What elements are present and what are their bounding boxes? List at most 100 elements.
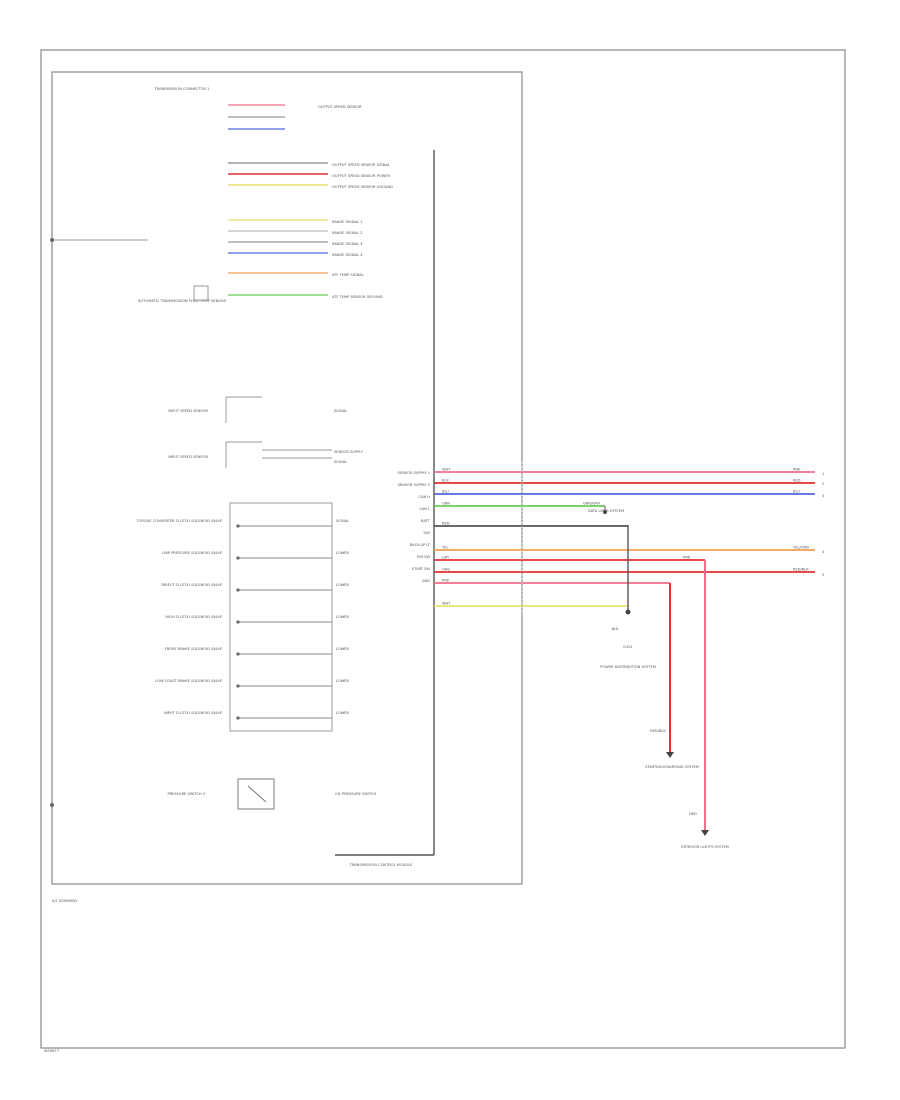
harness-wire-label: BLU <box>793 490 800 494</box>
solenoid-label: LINE PRESSURE SOLENOID VALVE <box>162 551 223 555</box>
harness-wire-label: RED/BLK <box>793 568 809 572</box>
ground-label: G101 <box>623 645 633 649</box>
solenoid-node <box>236 524 240 528</box>
harness-group: WHT PNK BLK RED BLU BLU GRN GRN/WHT RED YEL YEL/OR… <box>434 462 825 836</box>
harness-wire-label: PNK <box>793 468 801 472</box>
pin-oss-signal: OUTPUT SPEED SENSOR SIGNAL <box>332 163 390 167</box>
harness-wire-label: YEL/ORN <box>793 546 809 550</box>
solenoid-pin-label: LOWER <box>336 679 350 683</box>
assembly-label: A/T ASSEMBLY <box>52 899 78 903</box>
solenoid-node <box>236 684 240 688</box>
tcm-pin-group: SENSOR SUPPLY 1 SENSOR SUPPLY 2 CAN H CAN L… <box>398 471 431 583</box>
edge-marker: 5 <box>822 573 824 577</box>
harness-wire-color: WHT <box>442 602 451 606</box>
pin-atf-2: ATF TEMP SENSOR GROUND <box>332 295 383 299</box>
solenoid-pin-label: SIGNAL <box>336 519 349 523</box>
ground-dot-1 <box>50 238 54 242</box>
tcm-pin-label: P/N SW <box>417 555 430 559</box>
tcm-pin-label: CAN H <box>418 495 430 499</box>
input-speed-sensor-1-label: INPUT SPEED SENSOR <box>168 409 208 413</box>
outer-frame <box>40 49 846 1049</box>
pin-range-1: RANGE SIGNAL 1 <box>332 220 362 224</box>
harness-wire-label: PNK <box>683 556 691 560</box>
solenoid-node <box>236 652 240 656</box>
harness-wire-color: PNK <box>442 579 450 583</box>
starting-label: STARTING/CHARGING SYSTEM <box>645 765 699 769</box>
edge-marker: 4 <box>822 550 825 554</box>
harness-wire-color: WHT <box>442 468 451 472</box>
tcm-pin-label: SENSOR SUPPLY 2 <box>398 483 430 487</box>
edge-marker: 2 <box>822 482 824 486</box>
starting-arrow <box>666 752 674 758</box>
pin-input-1: SIGNAL <box>334 409 347 413</box>
solenoid-pin-label: LOWER <box>336 711 350 715</box>
pdu-label: POWER DISTRIBUTION SYSTEM <box>600 665 656 669</box>
output-speed-sensor-label: OUTPUT SPEED SENSOR <box>318 105 362 109</box>
solenoid-label: INPUT CLUTCH SOLENOID VALVE <box>164 711 223 715</box>
starting-wire-label: RED/BLK <box>650 729 666 733</box>
pin-input-3: SIGNAL <box>334 460 347 464</box>
exterior-wire-label: RED <box>689 812 697 816</box>
edge-marker: 1 <box>822 472 824 476</box>
solenoid-label: HIGH CLUTCH SOLENOID VALVE <box>165 615 222 619</box>
solenoid-pin-label: LOWER <box>336 647 350 651</box>
pressure-switch-pin: OIL PRESSURE SWITCH <box>335 792 376 796</box>
iss1-symbol <box>225 396 262 423</box>
solenoid-label: DIRECT CLUTCH SOLENOID VALVE <box>161 583 222 587</box>
pin-input-2: SENSOR SUPPLY <box>334 450 364 454</box>
pressure-switch-label: PRESSURE SWITCH 3 <box>167 792 205 796</box>
iss2-symbol <box>225 441 332 468</box>
tcm-pin-label: IGN <box>423 531 430 535</box>
edge-marker: 3 <box>822 494 824 498</box>
solenoid-pin-label: LOWER <box>336 583 350 587</box>
harness-wire-color: BLU <box>442 490 449 494</box>
solenoid-label: LOW COAST BRAKE SOLENOID VALVE <box>155 679 222 683</box>
pin-oss-power: OUTPUT SPEED SENSOR POWER <box>332 174 390 178</box>
pin-range-4: RANGE SIGNAL 4 <box>332 253 363 257</box>
harness-wire-color: RED <box>442 522 450 526</box>
atf-sensor-symbol <box>193 285 209 301</box>
tcm-pin-label: GND <box>422 579 430 583</box>
solenoid-node <box>236 620 240 624</box>
exterior-lights-label: EXTERIOR LIGHTS SYSTEM <box>681 845 729 849</box>
pressure-switch-contact <box>247 785 267 803</box>
solenoid-pin-label: LOWER <box>336 615 350 619</box>
tcm-pin-label: SENSOR SUPPLY 1 <box>398 471 430 475</box>
input-speed-sensor-2-label: INPUT SPEED SENSOR <box>168 455 208 459</box>
harness-wire-color: GRN <box>442 502 450 506</box>
harness-wire-label: GRN/WHT <box>583 502 601 506</box>
tcm-pin-label: CAN L <box>419 507 430 511</box>
harness-wire-label: RED <box>793 479 801 483</box>
pin-oss-ground: OUTPUT SPEED SENSOR GROUND <box>332 185 393 189</box>
tcm-label: TRANSMISSION CONTROL MODULE <box>349 863 413 867</box>
harness-wire-color: GRY <box>442 556 450 560</box>
footer-code: W50677 <box>44 1049 59 1053</box>
transmission-connector-label: TRANSMISSION CONNECTOR 1 <box>154 87 210 91</box>
solenoid-node <box>236 588 240 592</box>
solenoid-node <box>236 556 240 560</box>
harness-wire-color: BLK <box>442 479 449 483</box>
solenoid-label: TORQUE CONVERTER CLUTCH SOLENOID VALVE <box>135 519 222 523</box>
ground-node <box>625 609 631 615</box>
harness-wire-color: YEL <box>442 546 448 550</box>
pin-range-3: RANGE SIGNAL 3 <box>332 242 362 246</box>
assembly-frame <box>51 71 523 885</box>
harness-wire-color: ORG <box>442 568 450 572</box>
solenoid-label: FRONT BRAKE SOLENOID VALVE <box>165 647 223 651</box>
ground-wire-label: BLK <box>612 627 619 631</box>
solenoid-group: TORQUE CONVERTER CLUTCH SOLENOID VALVE SI… <box>135 502 350 732</box>
exterior-arrow <box>701 830 709 836</box>
solenoid-node <box>236 716 240 720</box>
ground-dot-2 <box>50 803 54 807</box>
fluid-temp-sensor-label: AUTOMATIC TRANSMISSION FLUID TEMP SENSOR <box>138 299 226 303</box>
pressure-switch-symbol <box>237 778 275 810</box>
solenoid-block <box>229 502 333 732</box>
tcm-pin-label: BATT <box>421 519 431 523</box>
pin-range-2: RANGE SIGNAL 2 <box>332 231 362 235</box>
pin-atf-1: ATF TEMP SIGNAL <box>332 273 364 277</box>
solenoid-pin-label: LOWER <box>336 551 350 555</box>
tcm-pin-label: START SW <box>412 567 431 571</box>
tcm-pin-label: BACK-UP LT <box>410 543 431 547</box>
datalink-node <box>603 510 607 514</box>
